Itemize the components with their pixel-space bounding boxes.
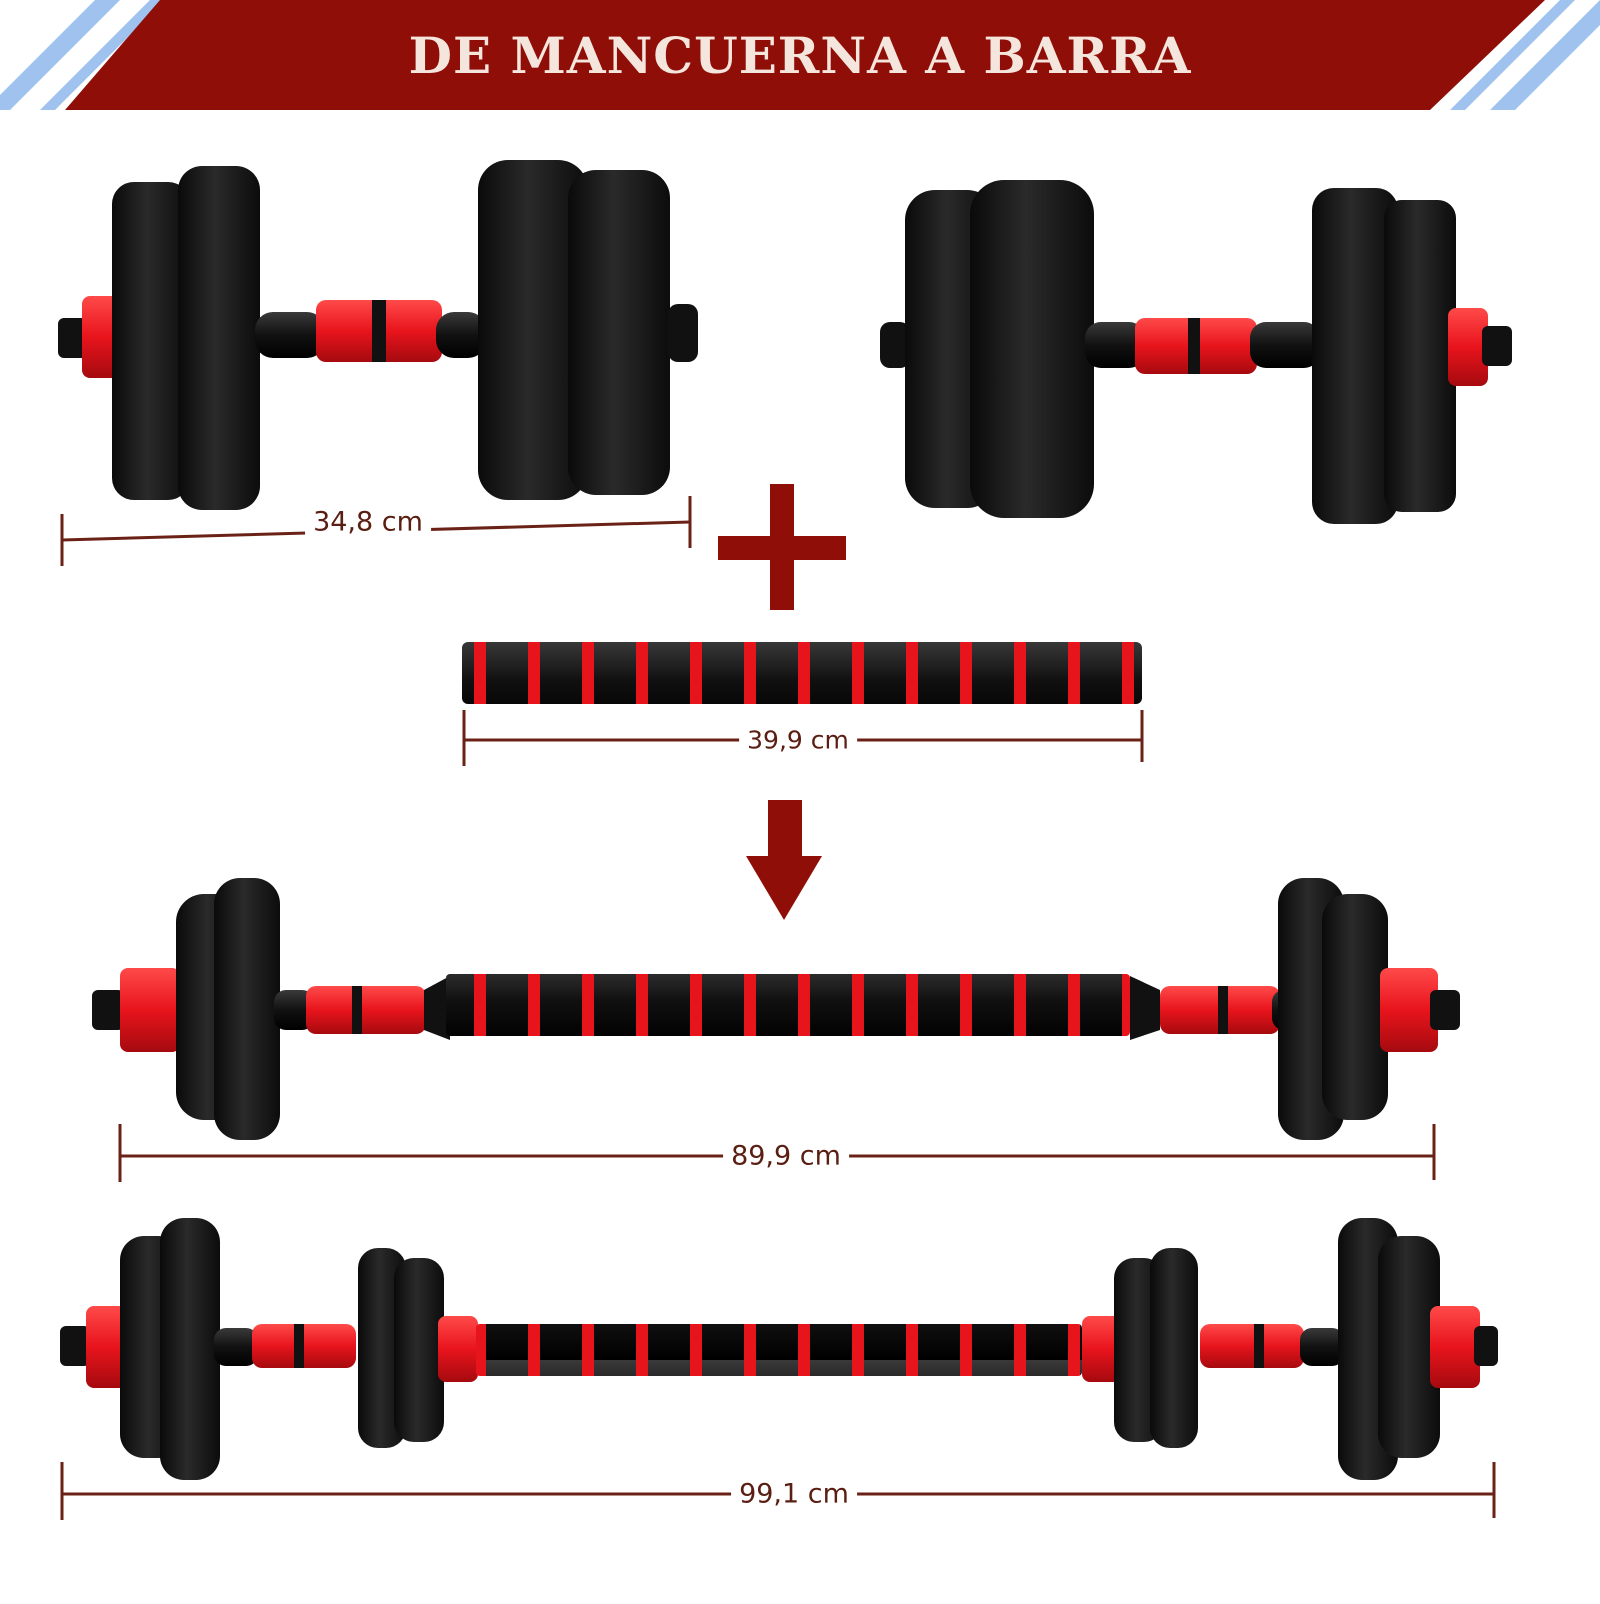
banner-stripe-left-2 <box>40 0 165 110</box>
connector-tube <box>462 642 1142 704</box>
dumbbell-right <box>880 180 1512 524</box>
connector-length-label: 39,9 cm <box>739 725 857 755</box>
banner-background <box>65 0 1545 110</box>
banner-stripe-right-2 <box>1490 0 1600 110</box>
barbell-full-length-label: 99,1 cm <box>731 1478 857 1510</box>
arrow-down-icon <box>746 800 822 920</box>
plus-icon <box>718 484 846 610</box>
banner-title: DE MANCUERNA A BARRA <box>408 25 1192 85</box>
barbell-length-label: 89,9 cm <box>723 1140 849 1172</box>
dumbbell-left <box>58 160 698 510</box>
title-banner <box>0 0 1600 110</box>
dumbbell-length-label: 34,8 cm <box>305 506 431 538</box>
banner-stripe-right <box>1450 0 1575 110</box>
barbell-assembled <box>92 878 1460 1140</box>
barbell-full-plates <box>60 1218 1498 1480</box>
banner-stripe-left <box>0 0 120 110</box>
